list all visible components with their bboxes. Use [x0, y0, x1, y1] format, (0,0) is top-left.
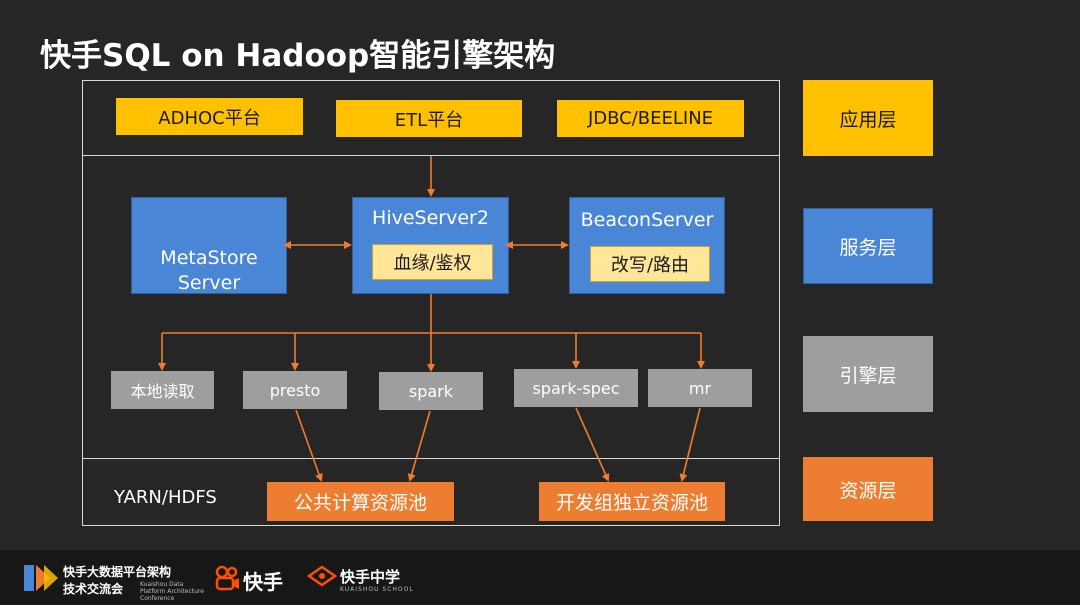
- engine-mr: mr: [648, 369, 752, 407]
- hiveserver2-label: HiveServer2: [372, 207, 489, 229]
- beacon-server-label: BeaconServer: [580, 209, 714, 231]
- conference-title-line1: 快手大数据平台架构: [63, 565, 172, 579]
- rewrite-route-module: 改写/路由: [590, 246, 710, 282]
- conference-title-line2: 技术交流会: [63, 582, 124, 596]
- conference-subtitle: Kuaishou Data Platform Architecture Conf…: [140, 581, 204, 602]
- arrow-sparkspec-to-dev: [575, 407, 610, 482]
- metastore-server-label: MetaStore Server: [160, 247, 258, 294]
- school-subtitle: KUAISHOU SCHOOL: [340, 586, 414, 593]
- app-etl: ETL平台: [336, 100, 522, 137]
- shared-compute-pool: 公共计算资源池: [267, 482, 454, 521]
- arrow-mr-to-dev: [679, 407, 701, 482]
- arrow-spark-to-shared: [407, 410, 431, 482]
- architecture-frame: [82, 80, 780, 526]
- layer-service: 服务层: [803, 208, 933, 284]
- engine-spark: spark: [379, 372, 483, 410]
- engine-presto: presto: [243, 371, 347, 409]
- lineage-auth-module: 血缘/鉴权: [372, 244, 493, 280]
- engine-local-read: 本地读取: [111, 371, 214, 409]
- metastore-server: MetaStore Server: [131, 197, 287, 294]
- dev-team-resource-pool: 开发组独立资源池: [539, 482, 725, 521]
- arrow-presto-to-shared: [295, 409, 323, 482]
- school-name: 快手中学: [340, 568, 401, 586]
- layer-app: 应用层: [803, 80, 933, 156]
- layer-engine: 引擎层: [803, 336, 933, 412]
- kuaishou-logo-icon: [215, 565, 239, 591]
- yarn-hdfs-label: YARN/HDFS: [114, 487, 217, 508]
- slide-title: 快手SQL on Hadoop智能引擎架构: [40, 38, 556, 74]
- app-layer-divider: [82, 155, 780, 156]
- footer-bar: [0, 550, 1080, 605]
- conference-logo-icon: [24, 565, 58, 591]
- app-jdbc-beeline: JDBC/BEELINE: [557, 100, 744, 137]
- kuaishou-brand-text: 快手: [243, 570, 283, 594]
- engine-spark-spec: spark-spec: [514, 369, 638, 407]
- school-logo-icon: [307, 565, 337, 587]
- resource-layer-divider: [82, 458, 780, 459]
- app-adhoc: ADHOC平台: [116, 98, 303, 135]
- layer-resource: 资源层: [803, 457, 933, 521]
